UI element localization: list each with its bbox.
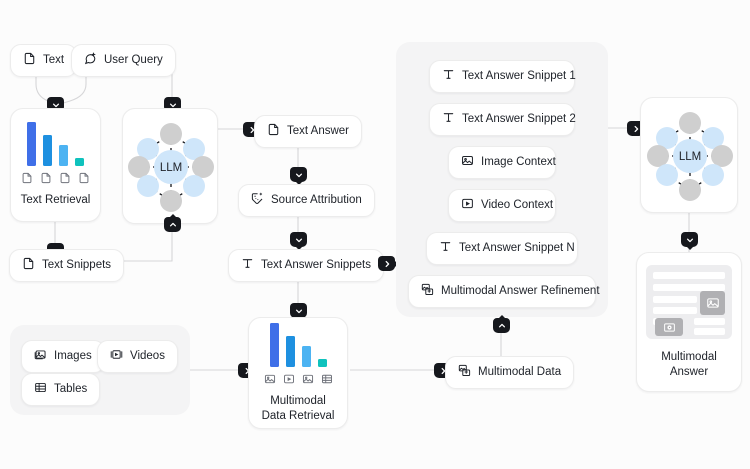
document-icon	[23, 52, 36, 69]
multimodal-icon	[458, 364, 471, 381]
source-item-images[interactable]: Images	[21, 340, 105, 373]
card-llm-left[interactable]: LLM	[122, 108, 218, 224]
context-item-label: Text Answer Snippet 1	[462, 69, 576, 82]
card-multimodal-answer[interactable]: Multimodal Answer	[636, 252, 742, 392]
text-type-icon	[442, 68, 455, 85]
video-icon	[461, 197, 474, 214]
node-user-query-label: User Query	[104, 53, 163, 66]
video-icon	[283, 374, 294, 384]
card-multimodal-retrieval-caption-2: Data Retrieval	[261, 409, 335, 422]
card-llm-right[interactable]: LLM	[640, 97, 738, 213]
card-text-retrieval-caption: Text Retrieval	[20, 194, 91, 207]
card-text-retrieval[interactable]: Text Retrieval	[10, 108, 101, 222]
node-text-answer-snippets-label: Text Answer Snippets	[261, 258, 371, 271]
context-item-video-context[interactable]: Video Context	[448, 189, 556, 222]
llm-graph-right: LLM	[647, 112, 733, 201]
context-item-image-context[interactable]: Image Context	[448, 146, 556, 179]
node-text[interactable]: Text	[10, 44, 78, 77]
text-type-icon	[439, 240, 452, 257]
document-icon	[267, 123, 280, 140]
context-item-label: Video Context	[481, 198, 554, 211]
llm-right-label: LLM	[679, 151, 701, 163]
node-text-answer-snippets[interactable]: Text Answer Snippets	[228, 249, 384, 282]
document-icon	[41, 173, 51, 184]
multimodal-retrieval-item-icons	[264, 373, 333, 385]
document-icon	[79, 173, 89, 184]
node-text-label: Text	[43, 53, 65, 66]
node-text-answer-label: Text Answer	[287, 124, 349, 137]
node-text-answer[interactable]: Text Answer	[254, 115, 362, 148]
source-item-tables[interactable]: Tables	[21, 373, 101, 406]
source-item-label: Tables	[54, 382, 88, 395]
node-source-attribution[interactable]: Source Attribution	[238, 184, 375, 217]
text-retrieval-bar-chart	[27, 122, 84, 167]
node-multimodal-data-label: Multimodal Data	[478, 365, 562, 378]
llm-graph-left: LLM	[128, 123, 214, 212]
chevron-down-icon-multimodal-retrieval	[290, 303, 307, 318]
context-item-label: Text Answer Snippet 2	[462, 112, 576, 125]
text-type-icon	[241, 257, 254, 274]
image-icon	[264, 374, 275, 384]
chevron-up-icon-llm-left	[164, 217, 181, 232]
text-retrieval-doc-icons	[21, 172, 90, 184]
node-text-snippets[interactable]: Text Snippets	[9, 249, 125, 282]
chevron-down-icon-multimodal-answer	[681, 232, 698, 247]
document-icon	[60, 173, 70, 184]
multimodal-answer-preview	[646, 265, 732, 340]
chevron-down-icon-text-answer-snippets	[290, 232, 307, 247]
chevron-up-icon-context-panel	[493, 318, 510, 333]
card-multimodal-answer-caption-2: Answer	[669, 365, 709, 378]
llm-left-label: LLM	[160, 162, 182, 174]
text-type-icon	[442, 111, 455, 128]
card-multimodal-answer-caption-1: Multimodal	[661, 351, 717, 364]
context-item-text-answer-snippet-n[interactable]: Text Answer Snippet N	[426, 232, 578, 265]
image-icon	[461, 154, 474, 171]
source-item-label: Images	[54, 349, 92, 362]
card-multimodal-retrieval-caption-1: Multimodal	[270, 395, 326, 408]
video-placeholder-icon	[655, 318, 683, 337]
chevron-right-icon-llm-right	[627, 121, 644, 136]
video-film-icon	[110, 348, 123, 365]
chevron-down-icon-source-attribution	[290, 167, 307, 182]
multimodal-icon	[421, 283, 434, 300]
context-item-label: Text Answer Snippet N	[459, 241, 575, 254]
image-icon	[302, 374, 313, 384]
context-item-label: Multimodal Answer Refinement	[441, 284, 600, 297]
context-item-multimodal-answer-refinement[interactable]: Multimodal Answer Refinement	[408, 275, 600, 308]
context-item-text-answer-snippet-2[interactable]: Text Answer Snippet 2	[429, 103, 576, 136]
tag-sparkle-icon	[251, 192, 264, 209]
image-placeholder-icon	[700, 291, 725, 316]
node-source-attribution-label: Source Attribution	[271, 193, 362, 206]
context-item-text-answer-snippet-1[interactable]: Text Answer Snippet 1	[429, 60, 576, 93]
source-item-videos[interactable]: Videos	[97, 340, 178, 373]
multimodal-retrieval-bar-chart	[269, 323, 327, 368]
node-multimodal-data[interactable]: Multimodal Data	[445, 356, 575, 389]
document-icon	[22, 173, 32, 184]
document-icon	[22, 257, 35, 274]
chat-sparkle-icon	[84, 52, 97, 69]
chevron-right-icon-context-panel	[378, 256, 395, 271]
table-icon	[321, 374, 332, 384]
source-item-label: Videos	[130, 349, 165, 362]
node-user-query[interactable]: User Query	[71, 44, 176, 77]
table-icon	[34, 381, 47, 398]
card-multimodal-data-retrieval[interactable]: Multimodal Data Retrieval	[248, 317, 348, 429]
node-text-snippets-label: Text Snippets	[42, 258, 112, 271]
image-stack-icon	[34, 348, 47, 365]
context-item-label: Image Context	[481, 155, 556, 168]
